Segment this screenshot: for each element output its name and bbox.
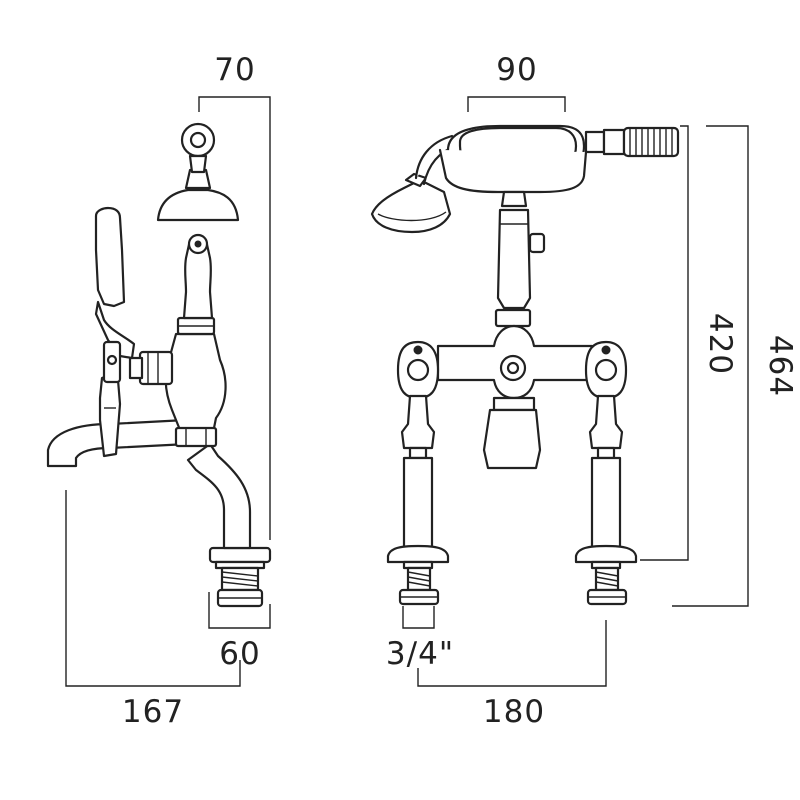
front-left-leg	[386, 456, 450, 606]
front-right-leg	[574, 456, 638, 606]
side-dimension-lines	[65, 96, 271, 687]
front-handset	[438, 124, 680, 194]
dim-front-centres: 180	[483, 694, 545, 730]
side-view: 70 60 167	[46, 52, 272, 730]
dim-front-height-pillar: 420	[702, 313, 738, 375]
dim-front-handset-width: 90	[496, 52, 537, 88]
side-upper-lever	[94, 206, 136, 384]
side-shower-riser	[182, 233, 214, 320]
side-handset-cradle	[156, 122, 240, 222]
side-lower-lever	[98, 372, 122, 458]
side-valve-body	[128, 316, 227, 448]
front-left-valve	[396, 340, 440, 460]
dim-side-overall-depth: 167	[122, 694, 184, 730]
dim-front-thread: 3/4"	[386, 636, 454, 672]
side-tap-base	[208, 546, 272, 608]
front-view: 90 3/4" 180 420 464	[370, 52, 798, 730]
front-dimension-lines	[402, 96, 749, 687]
front-handset-stem	[494, 190, 546, 328]
front-right-valve	[584, 340, 628, 460]
dim-side-base-width: 60	[219, 636, 260, 672]
dim-front-height-overall: 464	[762, 335, 798, 397]
front-mixer-body	[436, 324, 594, 470]
side-pillar	[186, 442, 252, 550]
dim-side-top-width: 70	[214, 52, 255, 88]
